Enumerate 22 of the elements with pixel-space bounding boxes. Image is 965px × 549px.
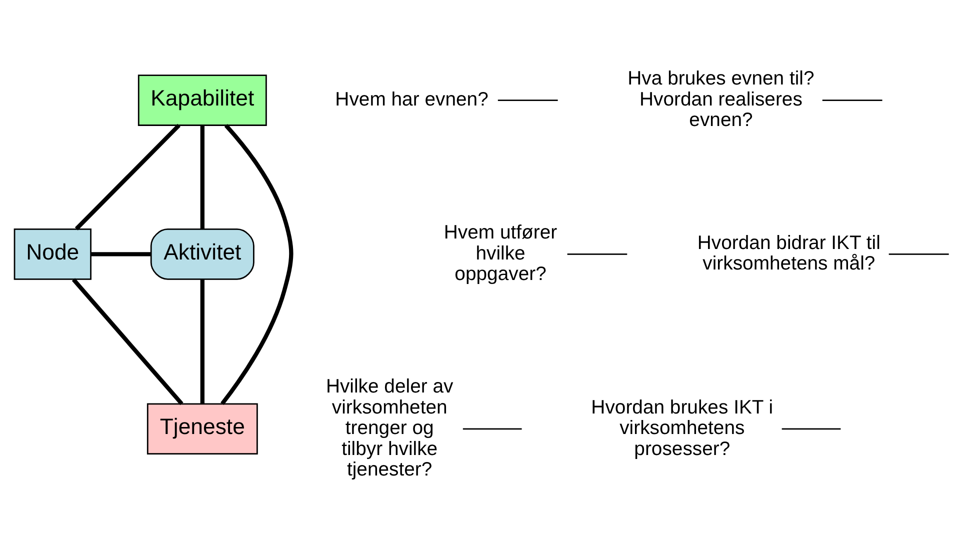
node-text: Hvem utfører hvilke oppgaver? (444, 221, 558, 285)
connector (74, 123, 180, 230)
connector (567, 253, 628, 254)
node-text: Hvem har evnen? (335, 88, 488, 110)
node-box: Node (14, 228, 92, 280)
connector (220, 124, 294, 404)
node-text: Hvilke deler av virksomheten trenger og tilbyr hvilke tjenester? (326, 374, 454, 480)
node-box: Tjeneste (146, 402, 258, 454)
connector (782, 428, 841, 430)
connector (91, 252, 151, 256)
connector (72, 278, 184, 405)
node-box: Aktivitet (150, 228, 254, 280)
connector (462, 428, 522, 430)
connector (498, 99, 558, 100)
connector (200, 124, 204, 228)
node-text: Hvordan bidrar IKT til virksomhetens mål? (697, 231, 880, 274)
node-text: Hva brukes evnen til? Hvordan realiseres evnen? (628, 67, 814, 131)
connector (822, 99, 882, 100)
connector (888, 253, 949, 254)
node-box: Kapabilitet (138, 74, 267, 126)
connector (200, 279, 204, 404)
node-text: Hvordan brukes IKT i virksomhetens prosesser? (591, 396, 774, 460)
